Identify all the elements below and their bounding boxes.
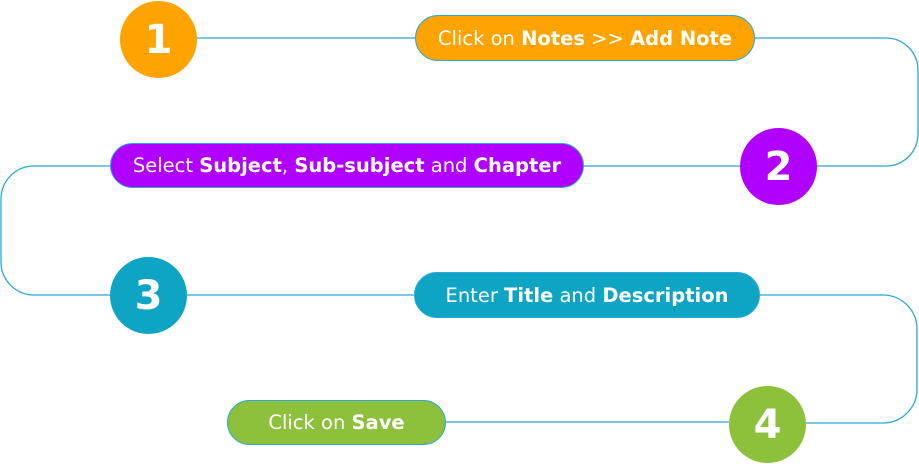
- step-3-text-part: Enter: [445, 283, 505, 307]
- step-1-text-part: Add Note: [630, 26, 733, 50]
- step-1-text-part: Notes: [521, 26, 585, 50]
- step-3-text-part: Title: [504, 283, 554, 307]
- step-2-text-part: Chapter: [473, 154, 562, 177]
- step-2-number: 2: [764, 143, 793, 190]
- step-1-text-part: >>: [584, 26, 631, 50]
- step-1-number: 1: [144, 16, 173, 63]
- step-2-text-part: Sub-subject: [294, 154, 425, 177]
- step-4-instruction-pill: Click on Save: [227, 400, 446, 445]
- step-4-text-part: Click on: [268, 411, 352, 434]
- step-1-text-part: Click on: [437, 26, 522, 50]
- step-3-number-circle: 3: [110, 257, 187, 334]
- connector-3-4: [760, 294, 918, 424]
- step-4-number: 4: [753, 401, 782, 448]
- step-2-text-part: Subject: [199, 154, 282, 177]
- step-3-number: 3: [134, 272, 163, 319]
- step-3-text-part: and: [553, 283, 603, 307]
- step-4-text-part: Save: [351, 411, 405, 434]
- step-2-instruction-pill: Select Subject, Sub-subject and Chapter: [110, 143, 584, 188]
- step-2-text-part: Select: [132, 154, 200, 177]
- connector-1-2: [755, 37, 919, 167]
- step-2-text-part: ,: [281, 154, 295, 177]
- step-2-number-circle: 2: [740, 128, 817, 205]
- step-3-text-part: Description: [602, 283, 729, 307]
- step-2-text-part: and: [424, 154, 474, 177]
- step-1-number-circle: 1: [120, 1, 197, 78]
- step-3-instruction-pill: Enter Title and Description: [414, 272, 760, 318]
- step-1-instruction-pill: Click on Notes >> Add Note: [415, 15, 755, 61]
- step-4-number-circle: 4: [729, 386, 806, 463]
- connector-2-3: [0, 165, 110, 296]
